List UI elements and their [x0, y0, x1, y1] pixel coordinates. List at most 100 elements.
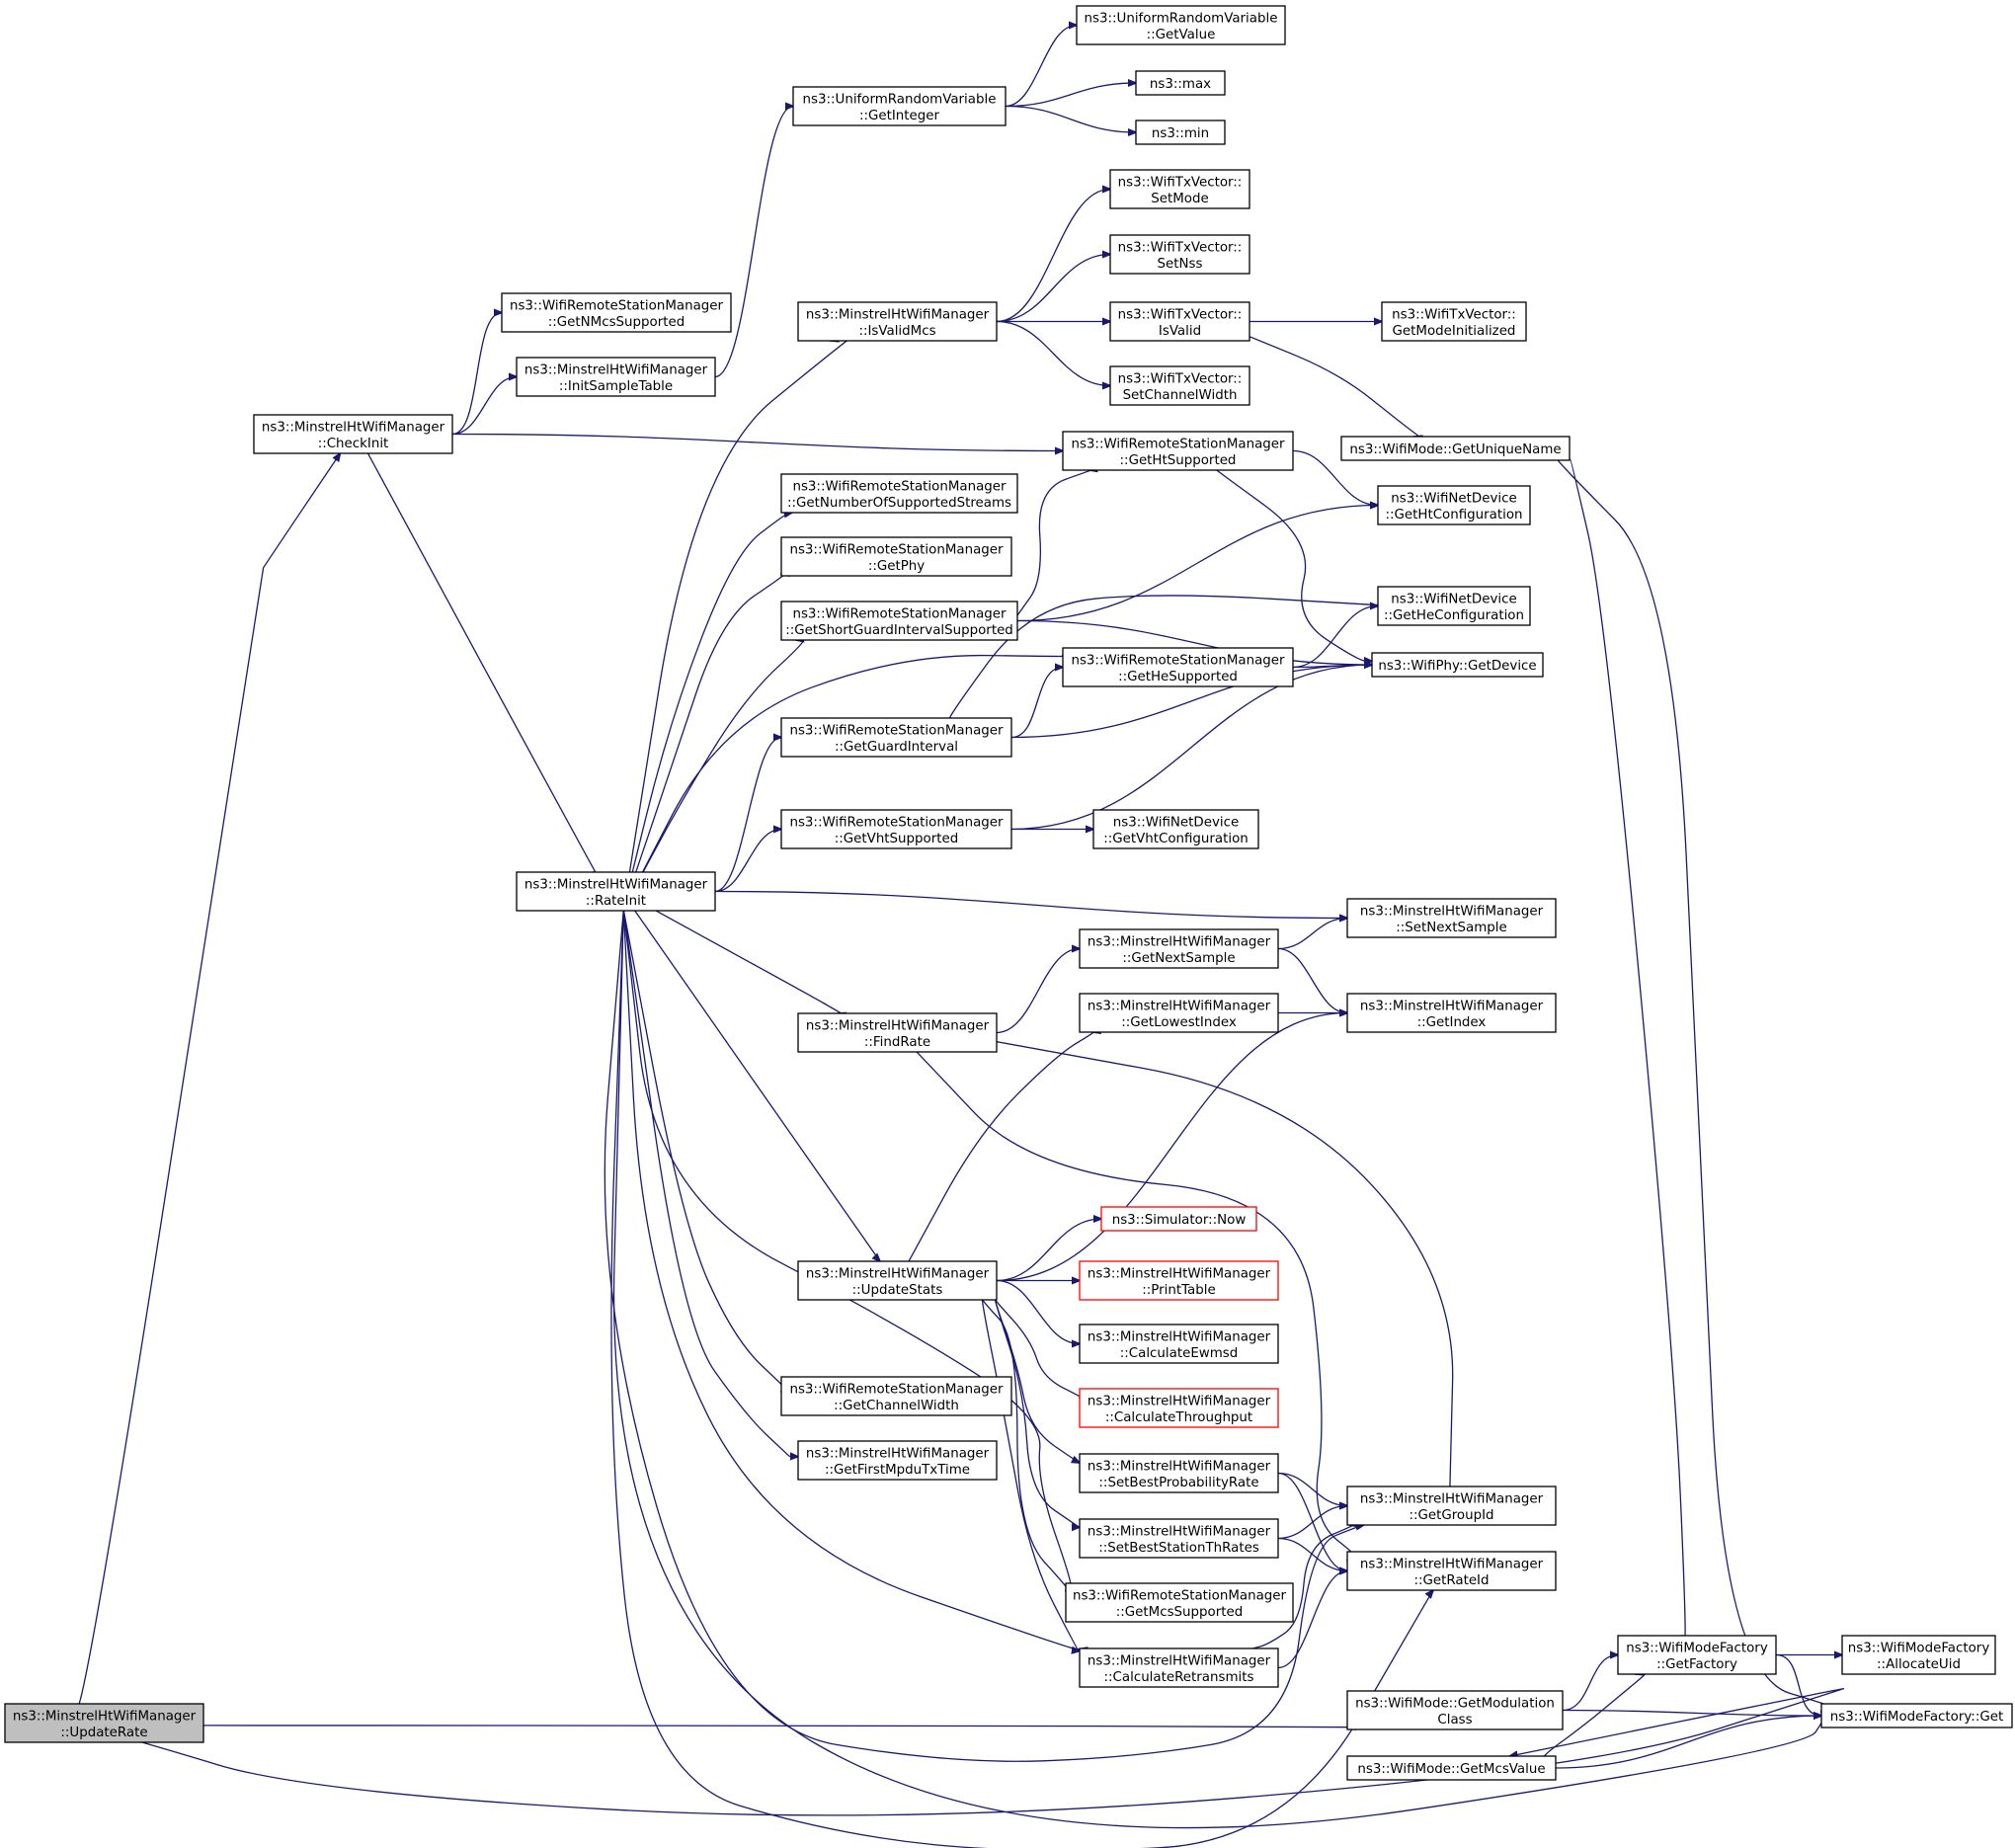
node-simulatorNow[interactable]: ns3::Simulator::Now — [1100, 1206, 1257, 1232]
node-getValue[interactable]: ns3::UniformRandomVariable::GetValue — [1076, 5, 1286, 45]
node-getRateId[interactable]: ns3::MinstrelHtWifiManager::GetRateId — [1346, 1551, 1557, 1591]
node-box — [1346, 1551, 1557, 1591]
node-setNss[interactable]: ns3::WifiTxVector::SetNss — [1109, 234, 1250, 275]
node-box — [1371, 652, 1544, 678]
node-label: SetMode — [1151, 192, 1208, 206]
call-edge-rateInit-to-modeFactoryGet — [612, 909, 1826, 1829]
node-label: ::GetGroupId — [1409, 1508, 1493, 1523]
node-label: ns3::WifiRemoteStationManager — [789, 723, 1004, 738]
node-label: ns3::WifiModeFactory — [1848, 1641, 1990, 1655]
node-calculateRetransmits[interactable]: ns3::MinstrelHtWifiManager::CalculateRet… — [1079, 1647, 1279, 1688]
node-label: ::FindRate — [864, 1035, 930, 1050]
node-label: ns3::WifiTxVector:: — [1118, 307, 1243, 322]
node-setChannelWidth[interactable]: ns3::WifiTxVector::SetChannelWidth — [1109, 365, 1250, 406]
node-getVhtSupported[interactable]: ns3::WifiRemoteStationManager::GetVhtSup… — [780, 809, 1012, 849]
node-label: ns3::WifiRemoteStationManager — [789, 815, 1004, 830]
node-getModeInitialized[interactable]: ns3::WifiTxVector::GetModeInitialized — [1381, 301, 1527, 342]
node-label: ::CalculateEwmsd — [1120, 1346, 1239, 1361]
node-getUniqueName[interactable]: ns3::WifiMode::GetUniqueName — [1340, 436, 1571, 461]
node-box — [1079, 1260, 1279, 1301]
node-getMcsSupported[interactable]: ns3::WifiRemoteStationManager::GetMcsSup… — [1065, 1582, 1294, 1623]
node-label: ns3::MinstrelHtWifiManager — [1360, 999, 1544, 1013]
node-getNMcsSupported[interactable]: ns3::WifiRemoteStationManager::GetNMcsSu… — [501, 292, 732, 333]
call-edge-checkInit-to-getHtSupported — [451, 433, 1063, 451]
node-getDevice[interactable]: ns3::WifiPhy::GetDevice — [1371, 652, 1544, 678]
node-label: ::GetVhtConfiguration — [1103, 832, 1249, 846]
node-rateInit[interactable]: ns3::MinstrelHtWifiManager::RateInit — [516, 871, 716, 912]
node-getHtSupported[interactable]: ns3::WifiRemoteStationManager::GetHtSupp… — [1062, 431, 1294, 471]
call-edge-getUniqueName-to-modeFactoryGet — [1557, 459, 1842, 1712]
node-getGroupId[interactable]: ns3::MinstrelHtWifiManager::GetGroupId — [1346, 1486, 1557, 1526]
node-getLowestIndex[interactable]: ns3::MinstrelHtWifiManager::GetLowestInd… — [1079, 993, 1279, 1033]
node-getVhtConfiguration[interactable]: ns3::WifiNetDevice::GetVhtConfiguration — [1092, 809, 1259, 849]
node-box — [4, 1703, 204, 1743]
node-modeFactoryGet[interactable]: ns3::WifiModeFactory::Get — [1820, 1703, 2013, 1728]
node-getHtConfiguration[interactable]: ns3::WifiNetDevice::GetHtConfiguration — [1377, 485, 1531, 525]
node-label: ns3::MinstrelHtWifiManager — [1088, 934, 1271, 949]
node-setMode[interactable]: ns3::WifiTxVector::SetMode — [1109, 169, 1250, 209]
call-edge-isValidMcs-to-setMode — [996, 190, 1110, 323]
node-getFactory[interactable]: ns3::WifiModeFactory::GetFactory — [1617, 1635, 1777, 1675]
node-box — [780, 1376, 1012, 1416]
node-getMcsValue[interactable]: ns3::WifiMode::GetMcsValue — [1346, 1755, 1557, 1781]
node-label: ::GetNMcsSupported — [548, 315, 685, 330]
function-nodes: ns3::MinstrelHtWifiManager::UpdateRatens… — [4, 5, 2013, 1781]
node-getHeSupported[interactable]: ns3::WifiRemoteStationManager::GetHeSupp… — [1062, 647, 1294, 687]
node-label: ::GetFactory — [1656, 1657, 1737, 1672]
node-findRate[interactable]: ns3::MinstrelHtWifiManager::FindRate — [797, 1012, 998, 1053]
node-label: ns3::Simulator::Now — [1112, 1213, 1247, 1228]
node-label: ns3::MinstrelHtWifiManager — [13, 1709, 197, 1724]
node-box — [1109, 234, 1250, 275]
node-label: ns3::WifiTxVector:: — [1118, 371, 1243, 386]
node-calculateThroughput[interactable]: ns3::MinstrelHtWifiManager::CalculateThr… — [1079, 1388, 1279, 1428]
node-initSampleTable[interactable]: ns3::MinstrelHtWifiManager::InitSampleTa… — [516, 357, 716, 397]
node-box — [1079, 1647, 1279, 1688]
node-getShortGuardIntervalSupported[interactable]: ns3::WifiRemoteStationManager::GetShortG… — [780, 601, 1018, 641]
node-box — [1346, 1690, 1564, 1730]
node-isValid[interactable]: ns3::WifiTxVector::IsValid — [1109, 301, 1250, 342]
node-setBestStationThRates[interactable]: ns3::MinstrelHtWifiManager::SetBestStati… — [1079, 1518, 1279, 1559]
node-label: ns3::WifiModeFactory::Get — [1830, 1710, 2003, 1725]
node-box — [1079, 1324, 1279, 1364]
node-label: ::GetHtConfiguration — [1385, 508, 1522, 522]
call-edge-getFactory-to-modeFactoryGet — [1775, 1653, 1821, 1717]
node-setBestProbabilityRate[interactable]: ns3::MinstrelHtWifiManager::SetBestProba… — [1079, 1453, 1279, 1493]
node-min[interactable]: ns3::min — [1135, 120, 1226, 145]
node-label: ::GetHeSupported — [1118, 670, 1238, 684]
node-allocateUid[interactable]: ns3::WifiModeFactory::AllocateUid — [1841, 1635, 1996, 1675]
node-checkInit[interactable]: ns3::MinstrelHtWifiManager::CheckInit — [253, 414, 453, 454]
node-getInteger[interactable]: ns3::UniformRandomVariable::GetInteger — [792, 86, 1007, 126]
node-box — [780, 809, 1012, 849]
node-getFirstMpduTxTime[interactable]: ns3::MinstrelHtWifiManager::GetFirstMpdu… — [797, 1440, 998, 1481]
node-box — [1377, 485, 1531, 525]
node-getPhy[interactable]: ns3::WifiRemoteStationManager::GetPhy — [780, 536, 1012, 577]
node-box — [1092, 809, 1259, 849]
node-getIndex[interactable]: ns3::MinstrelHtWifiManager::GetIndex — [1346, 993, 1557, 1033]
node-isValidMcs[interactable]: ns3::MinstrelHtWifiManager::IsValidMcs — [797, 301, 998, 342]
node-label: ::UpdateStats — [852, 1283, 943, 1298]
node-calculateEwmsd[interactable]: ns3::MinstrelHtWifiManager::CalculateEwm… — [1079, 1324, 1279, 1364]
call-edge-checkInit-to-initSampleTable — [451, 377, 517, 436]
node-label: ::GetValue — [1147, 28, 1216, 42]
node-box — [1079, 1518, 1279, 1559]
node-box — [1109, 365, 1250, 406]
node-updateStats[interactable]: ns3::MinstrelHtWifiManager::UpdateStats — [797, 1260, 998, 1301]
node-printTable[interactable]: ns3::MinstrelHtWifiManager::PrintTable — [1079, 1260, 1279, 1301]
node-label: ns3::MinstrelHtWifiManager — [1088, 1653, 1271, 1668]
node-label: ::PrintTable — [1142, 1283, 1215, 1298]
node-getGuardInterval[interactable]: ns3::WifiRemoteStationManager::GetGuardI… — [780, 717, 1012, 758]
node-box — [1062, 647, 1294, 687]
node-label: ns3::MinstrelHtWifiManager — [1360, 1491, 1544, 1506]
node-box — [1065, 1582, 1294, 1623]
node-getHeConfiguration[interactable]: ns3::WifiNetDevice::GetHeConfiguration — [1377, 586, 1531, 626]
call-edge-getUniqueName-to-getFactory — [1570, 458, 1685, 1639]
node-getChannelWidth[interactable]: ns3::WifiRemoteStationManager::GetChanne… — [780, 1376, 1012, 1416]
node-setNextSample[interactable]: ns3::MinstrelHtWifiManager::SetNextSampl… — [1346, 898, 1557, 938]
node-getNextSample[interactable]: ns3::MinstrelHtWifiManager::GetNextSampl… — [1079, 928, 1279, 969]
call-edge-isValidMcs-to-setNss — [996, 255, 1110, 323]
call-edge-getGuardInterval-to-getDevice — [1010, 665, 1372, 739]
node-max[interactable]: ns3::max — [1135, 70, 1226, 96]
node-getNumberOfSupportedStreams[interactable]: ns3::WifiRemoteStationManager::GetNumber… — [780, 473, 1018, 514]
node-updateRate: ns3::MinstrelHtWifiManager::UpdateRate — [4, 1703, 204, 1743]
